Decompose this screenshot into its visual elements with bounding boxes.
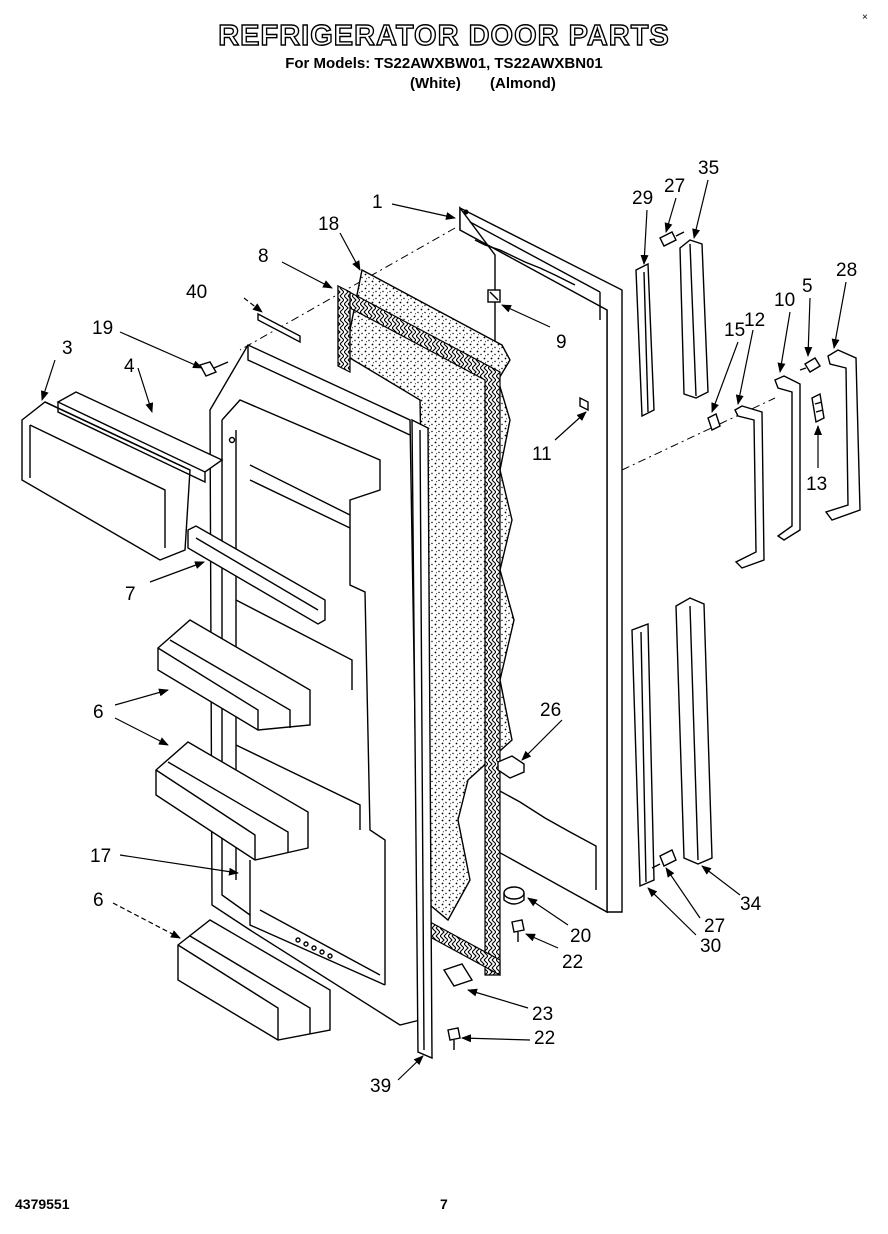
callout-34: 34 [740,894,762,915]
callout-7: 7 [125,584,136,605]
callout-10: 10 [774,290,795,311]
leader-lines [40,179,847,1081]
callout-15: 15 [724,320,745,341]
page-title: REFRIGERATOR DOOR PARTS [218,19,670,52]
handle-screw-top [799,357,821,373]
hinge-side-trim [411,418,433,1060]
alignment-line-top [239,227,456,351]
model-subtitle: For Models: TS22AWXBW01, TS22AWXBN01 [285,55,603,72]
callout-9: 9 [556,332,567,353]
callout-27-lower: 27 [704,916,725,937]
door-stop-26 [497,755,525,779]
callout-labels: 1 18 8 40 19 3 4 7 6 17 6 39 9 11 26 20 … [62,158,857,1097]
callout-8: 8 [258,246,269,267]
callout-18: 18 [318,214,339,235]
upper-handle-base [635,262,655,418]
callout-1: 1 [372,192,383,213]
upper-handle-cap [679,239,709,399]
hinge-bushing-20 [503,886,525,905]
door-shelf-middle [155,741,309,861]
callout-27-upper: 27 [664,176,685,197]
callout-39: 39 [370,1076,391,1097]
handle-tube [824,349,861,521]
callout-5: 5 [802,276,813,297]
callout-35: 35 [698,158,719,179]
lower-handle-screw [651,849,677,869]
variant-almond-label: (Almond) [490,75,556,92]
shelf-rail [187,525,326,625]
hinge-screw-22-upper [511,919,525,942]
handle-bracket-upper [774,375,801,541]
corner-mark: × [862,12,868,23]
dairy-housing [56,391,224,484]
upper-handle-screw [659,231,685,247]
handle-bracket-lower [734,405,765,569]
lower-handle-base [631,622,655,888]
callout-22-lower: 22 [534,1028,555,1049]
hinge-bracket-23 [442,963,474,987]
callout-3: 3 [62,338,73,359]
variant-white-label: (White) [410,75,461,92]
hinge-screw-22-lower [447,1027,461,1050]
page-number: 7 [440,1196,448,1212]
liner-holes [295,937,333,959]
dairy-compartment-door [21,401,191,561]
callout-28: 28 [836,260,857,281]
callout-6-upper: 6 [93,702,104,723]
callout-26: 26 [540,700,561,721]
callout-30: 30 [700,936,721,957]
callout-12: 12 [744,310,765,331]
callout-40: 40 [186,282,207,303]
callout-23: 23 [532,1004,553,1025]
top-trim-strip [257,312,301,344]
door-shelf-lower [177,919,331,1041]
callout-6-lower: 6 [93,890,104,911]
callout-20: 20 [570,926,591,947]
alignment-line-right [621,397,776,471]
handle-bracket-small [707,413,721,431]
callout-29: 29 [632,188,653,209]
document-number: 4379551 [15,1196,70,1212]
callout-22-upper: 22 [562,952,583,973]
liner-screw [198,361,229,377]
door-shelf-upper [157,619,311,731]
lower-handle-cap [675,597,713,865]
callout-17: 17 [90,846,111,867]
callout-19: 19 [92,318,113,339]
callout-13: 13 [806,474,827,495]
callout-4: 4 [124,356,135,377]
callout-11: 11 [532,444,552,465]
handle-clip [811,392,825,424]
